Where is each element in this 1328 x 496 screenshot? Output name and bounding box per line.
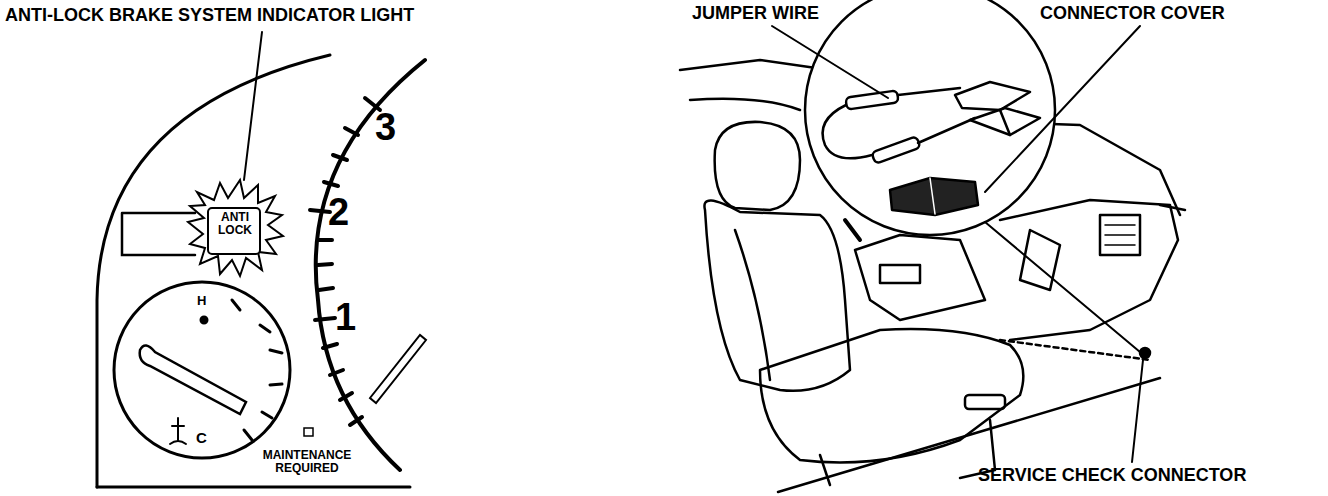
leader-line — [1132, 360, 1143, 462]
shift-gate — [880, 265, 920, 283]
service-connector — [955, 82, 1040, 135]
maintenance-lamp — [304, 428, 313, 436]
seat-switch — [965, 395, 1005, 409]
temp-needle — [140, 345, 246, 414]
door-vent — [1100, 215, 1140, 255]
dial-number: 1 — [335, 298, 356, 338]
shift-lever — [845, 220, 860, 240]
check-connector — [1140, 348, 1150, 358]
tachometer-dial — [316, 60, 425, 470]
jumper-wire — [823, 88, 975, 164]
seat-seam — [735, 230, 770, 380]
lamp-text: ANTI LOCK — [213, 211, 257, 236]
gauge-dot — [201, 317, 207, 323]
cluster-bezel — [97, 55, 330, 487]
door-panel — [1000, 200, 1178, 340]
leader-line — [985, 26, 1140, 192]
callout-label: JUMPER WIRE — [692, 4, 819, 23]
mirror — [1160, 205, 1185, 210]
leader-line — [244, 32, 262, 180]
connector-cover — [890, 178, 978, 215]
callout-label: SERVICE CHECK CONNECTOR — [978, 466, 1246, 485]
vent-slats — [1105, 225, 1135, 245]
magnifier-circle — [805, 0, 1055, 235]
seat-cushion — [760, 329, 1023, 463]
callout-label: ANTI-LOCK BRAKE SYSTEM INDICATOR LIGHT — [5, 6, 414, 25]
temp-gauge — [114, 282, 290, 458]
rear-trim — [690, 99, 800, 110]
headrest — [715, 122, 800, 210]
indicator-bar — [122, 213, 195, 255]
magnifier-leader — [985, 222, 1140, 352]
dial-number: 3 — [375, 108, 396, 148]
dial-ticks — [310, 98, 380, 425]
gauge-mark: C — [196, 430, 207, 446]
rear-shelf — [680, 60, 830, 70]
center-console — [855, 235, 985, 320]
tach-needle — [370, 335, 426, 403]
dial-number: 2 — [328, 193, 349, 233]
temp-ticks — [232, 300, 282, 440]
cluster-bottom — [97, 486, 410, 489]
indicator-lamp — [208, 208, 260, 254]
gauge-mark: H — [197, 294, 206, 308]
warning-text: MAINTENANCE REQUIRED — [252, 449, 362, 474]
callout-label: CONNECTOR COVER — [1040, 4, 1225, 23]
temp-symbol — [170, 418, 186, 444]
leader-line — [772, 26, 888, 98]
seat-back — [704, 200, 850, 390]
kick-panel — [1000, 340, 1150, 360]
indicator-starburst — [188, 180, 283, 276]
